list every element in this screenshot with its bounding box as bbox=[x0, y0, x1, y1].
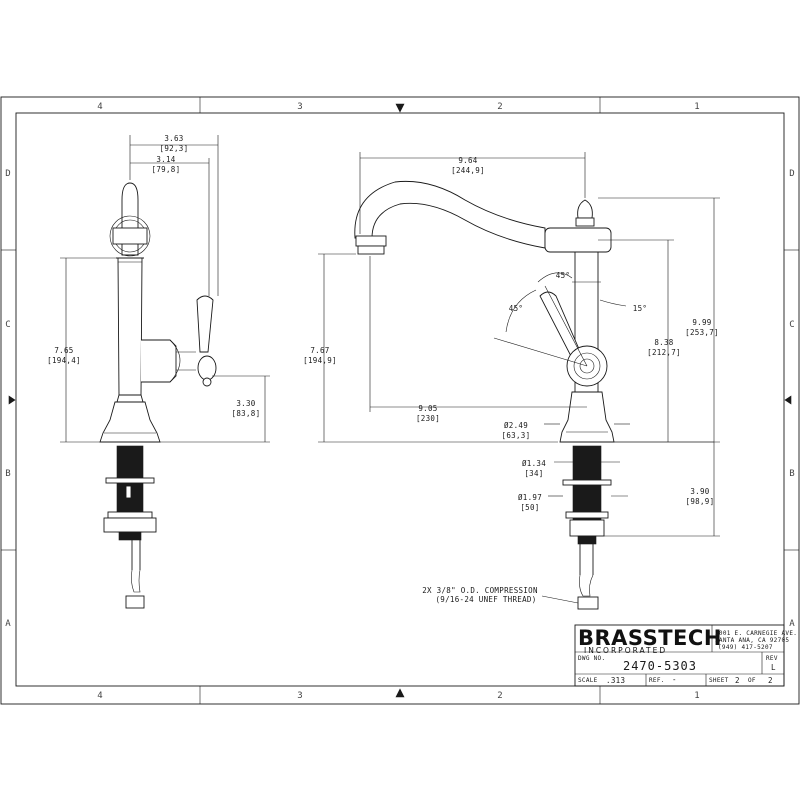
brand-sub-text: INCORPORATED bbox=[584, 646, 667, 655]
dim-9-64: 9.64 bbox=[458, 156, 477, 165]
angle-45-left: 45° bbox=[509, 304, 523, 313]
dim-3-63: 3.63 bbox=[164, 134, 183, 143]
angle-15: 15° bbox=[633, 304, 647, 313]
dim-dia-1-97: Ø1.97 bbox=[518, 493, 542, 502]
dim-3-14-mm: [79,8] bbox=[152, 165, 181, 174]
dim-3-63-mm: [92,3] bbox=[160, 144, 189, 153]
zone-labels: 4 3 2 1 4 3 2 1 D C B A D C B A bbox=[5, 102, 795, 701]
compression-note-line2: (9/16-24 UNEF THREAD) bbox=[435, 595, 536, 604]
dim-8-38: 8.38 bbox=[654, 338, 673, 347]
col-label-bottom-1: 1 bbox=[694, 691, 699, 701]
front-view-dimensions: 9.64 [244,9] 7.67 [194,9] 9.05 [230] 9.9… bbox=[303, 152, 720, 604]
dim-9-64-mm: [244,9] bbox=[451, 166, 485, 175]
dim-dia-1-34-mm: [34] bbox=[524, 469, 543, 478]
scale-value: .313 bbox=[606, 676, 625, 685]
dim-3-90: 3.90 bbox=[690, 487, 709, 496]
sheet-total: 2 bbox=[768, 676, 773, 685]
dim-3-14: 3.14 bbox=[156, 155, 175, 164]
row-label-left-b: B bbox=[5, 469, 10, 479]
address-line1: 2001 E. CARNEGIE AVE. bbox=[715, 630, 797, 637]
row-label-right-a: A bbox=[789, 619, 795, 629]
col-label-bottom-2: 2 bbox=[497, 691, 502, 701]
drawing-border bbox=[0, 96, 800, 705]
dwg-no-value: 2470-5303 bbox=[623, 659, 697, 673]
dim-dia-2-49-mm: [63,3] bbox=[502, 431, 531, 440]
dwg-no-label: DWG NO. bbox=[578, 655, 605, 662]
brand-logo-text: BRASSTECH bbox=[578, 626, 722, 650]
dim-3-30-mm: [83,8] bbox=[232, 409, 261, 418]
rev-value: L bbox=[771, 663, 776, 672]
sheet-value: 2 bbox=[735, 676, 740, 685]
row-label-left-c: C bbox=[5, 320, 10, 330]
col-label-top-4: 4 bbox=[97, 102, 102, 112]
dim-9-05: 9.05 bbox=[418, 404, 437, 413]
angle-45-top: 45° bbox=[556, 271, 570, 280]
dim-7-67: 7.67 bbox=[310, 346, 329, 355]
col-label-top-2: 2 bbox=[497, 102, 502, 112]
dim-dia-1-97-mm: [50] bbox=[520, 503, 539, 512]
ref-label: REF. bbox=[649, 677, 665, 684]
row-label-right-c: C bbox=[789, 320, 794, 330]
row-label-left-a: A bbox=[5, 619, 11, 629]
title-block: BRASSTECH INCORPORATED 2001 E. CARNEGIE … bbox=[574, 624, 797, 687]
col-label-top-3: 3 bbox=[297, 102, 302, 112]
address-line2: SANTA ANA, CA 92705 bbox=[715, 637, 789, 644]
dim-8-38-mm: [212,7] bbox=[647, 348, 681, 357]
row-label-left-d: D bbox=[5, 169, 10, 179]
col-label-top-1: 1 bbox=[694, 102, 699, 112]
rev-label: REV bbox=[766, 655, 778, 662]
col-label-bottom-4: 4 bbox=[97, 691, 102, 701]
dim-3-30: 3.30 bbox=[236, 399, 255, 408]
dim-9-99: 9.99 bbox=[692, 318, 711, 327]
front-view-faucet bbox=[354, 180, 615, 610]
row-label-right-d: D bbox=[789, 169, 794, 179]
of-label: OF bbox=[748, 677, 756, 684]
compression-note-line1: 2X 3/8" O.D. COMPRESSION bbox=[422, 586, 538, 595]
row-label-right-b: B bbox=[789, 469, 794, 479]
phone-text: (949) 417-5207 bbox=[718, 644, 773, 651]
dim-9-99-mm: [253,7] bbox=[685, 328, 719, 337]
dim-7-65-mm: [194,4] bbox=[47, 356, 81, 365]
ref-value: - bbox=[672, 675, 677, 684]
dim-9-05-mm: [230] bbox=[416, 414, 440, 423]
sheet-label: SHEET bbox=[709, 677, 729, 684]
side-view-faucet bbox=[99, 182, 217, 609]
col-label-bottom-3: 3 bbox=[297, 691, 302, 701]
dim-7-65: 7.65 bbox=[54, 346, 73, 355]
dim-dia-1-34: Ø1.34 bbox=[522, 459, 546, 468]
side-view-dimensions: 3.63 [92,3] 3.14 [79,8] 7.65 [194,4] 3.3… bbox=[47, 134, 270, 443]
dim-7-67-mm: [194,9] bbox=[303, 356, 337, 365]
dim-3-90-mm: [98,9] bbox=[686, 497, 715, 506]
scale-label: SCALE bbox=[578, 677, 598, 684]
dim-dia-2-49: Ø2.49 bbox=[504, 421, 528, 430]
